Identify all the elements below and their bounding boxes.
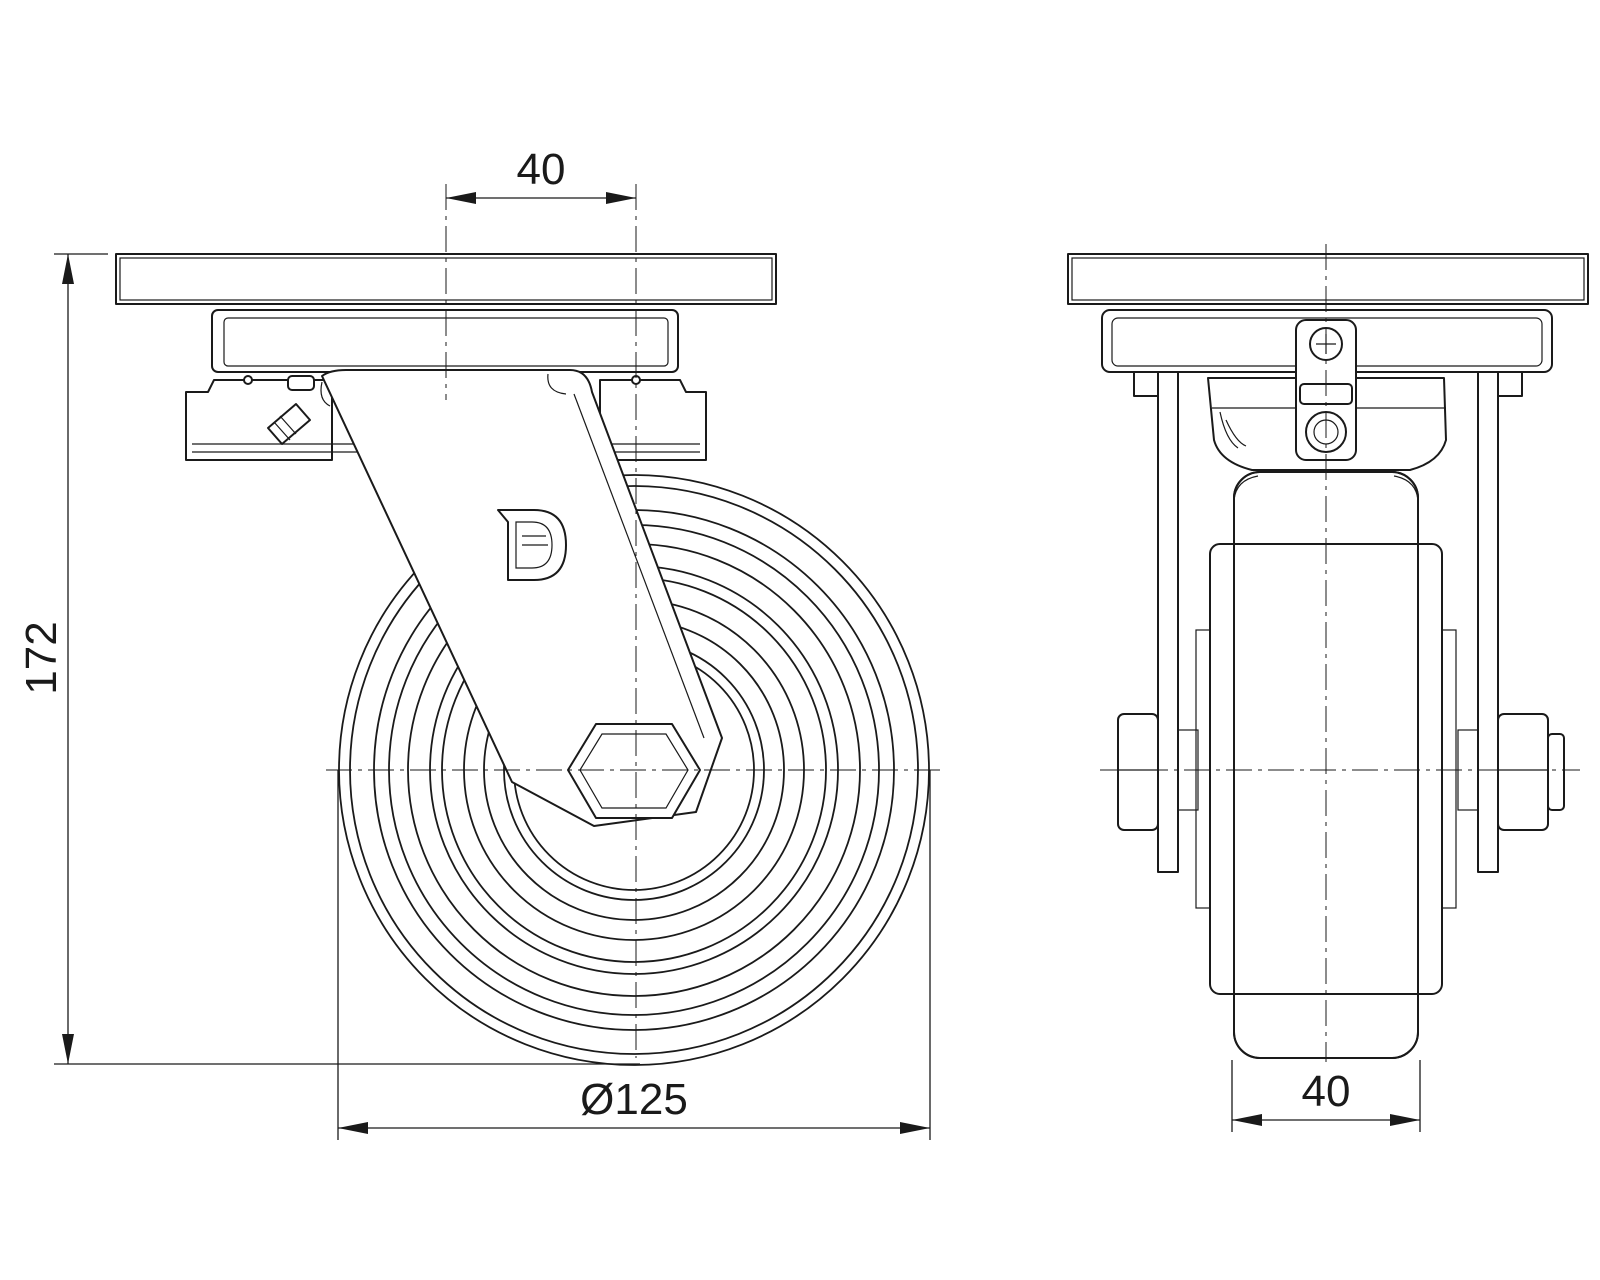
dimension-overall-height: 172 <box>17 253 640 1065</box>
manufacturer-logo-icon <box>497 509 567 581</box>
fork-left-leg <box>1157 371 1179 873</box>
swivel-housing <box>211 309 679 373</box>
dimension-wheel-diameter: Ø125 <box>337 770 931 1140</box>
dimension-swivel-offset: 40 <box>446 145 636 204</box>
front-view <box>115 184 944 1066</box>
overall-height-label: 172 <box>17 621 66 694</box>
wheel-diameter-label: Ø125 <box>580 1075 688 1124</box>
grease-nipple-icon <box>243 375 641 445</box>
axle-nut-left <box>1117 713 1159 831</box>
fork-right-leg <box>1477 371 1499 873</box>
side-view <box>1067 244 1589 1062</box>
side-top-plate <box>1067 253 1589 305</box>
fork-arm <box>321 369 723 827</box>
swivel-offset-label: 40 <box>517 145 566 194</box>
dimension-wheel-width: 40 <box>1231 1060 1421 1132</box>
wheel-width-label: 40 <box>1302 1067 1351 1116</box>
axle-nut-right <box>1497 713 1549 831</box>
axle-hex-nut <box>567 723 701 819</box>
